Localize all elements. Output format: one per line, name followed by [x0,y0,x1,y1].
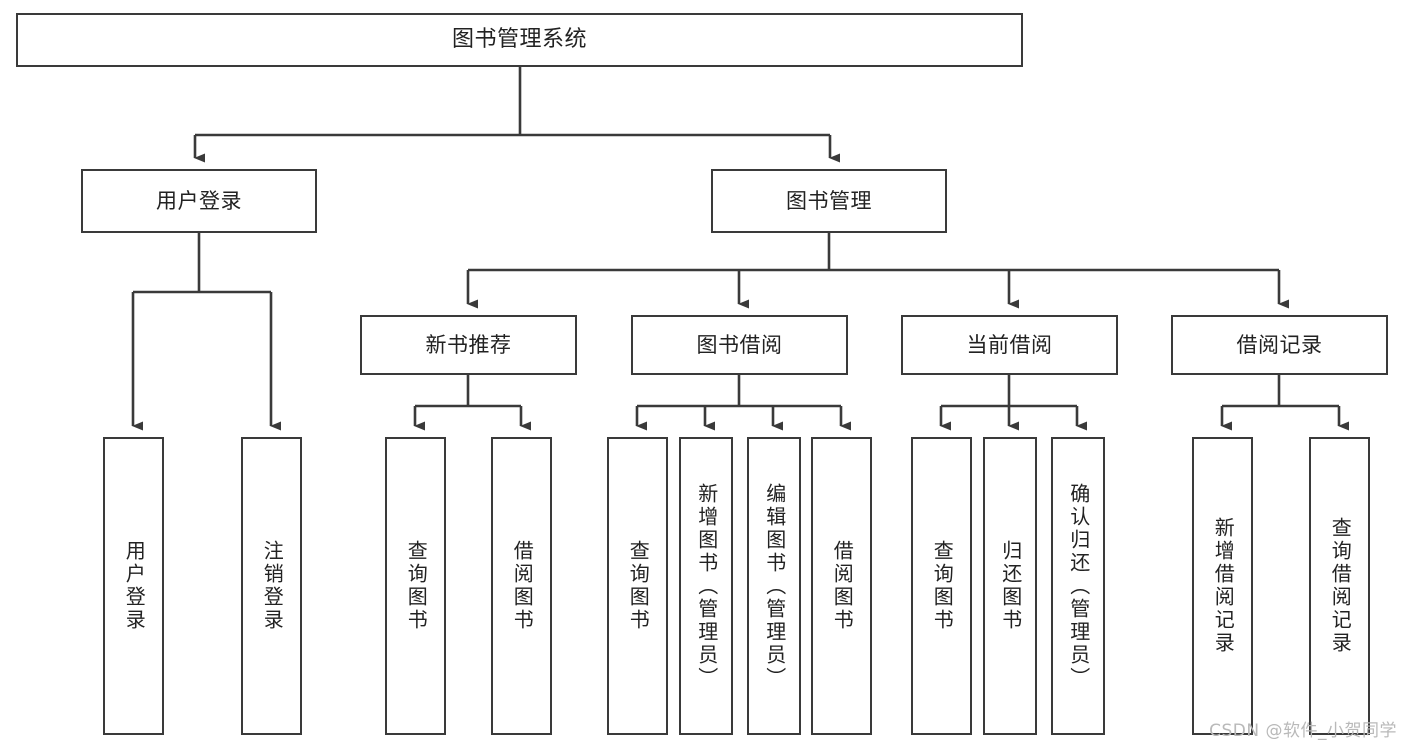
leaf-label: 编辑图书（管理员） [762,482,787,690]
leaf-label: 归还图书 [998,540,1023,632]
node-user-login[interactable]: 用户登录 [81,169,317,233]
leaf-user-login-logout[interactable]: 注销登录 [241,437,302,735]
leaf-label: 注销登录 [260,540,285,632]
leaf-current-borrow-return[interactable]: 归还图书 [983,437,1037,735]
node-book-borrow-label: 图书借阅 [696,332,783,357]
leaf-borrow-record-query[interactable]: 查询借阅记录 [1309,437,1370,735]
node-new-book-recommend-label: 新书推荐 [425,332,512,357]
leaf-user-login-login[interactable]: 用户登录 [103,437,164,735]
leaf-new-book-borrow[interactable]: 借阅图书 [491,437,552,735]
leaf-label: 查询图书 [930,540,955,632]
node-root-label: 图书管理系统 [451,26,587,52]
leaf-new-book-query[interactable]: 查询图书 [385,437,446,735]
node-book-management-label: 图书管理 [786,188,872,213]
leaf-current-borrow-query[interactable]: 查询图书 [911,437,972,735]
leaf-current-borrow-confirm[interactable]: 确认归还（管理员） [1051,437,1105,735]
leaf-book-borrow-edit[interactable]: 编辑图书（管理员） [747,437,801,735]
node-borrow-record-label: 借阅记录 [1236,332,1323,357]
leaf-label: 查询图书 [626,540,651,632]
leaf-label: 借阅图书 [830,540,855,632]
node-book-management[interactable]: 图书管理 [711,169,947,233]
leaf-book-borrow-borrow[interactable]: 借阅图书 [811,437,872,735]
leaf-label: 查询图书 [404,540,429,632]
node-root[interactable]: 图书管理系统 [16,13,1023,67]
leaf-label: 查询借阅记录 [1328,517,1353,655]
leaf-label: 借阅图书 [510,540,535,632]
node-new-book-recommend[interactable]: 新书推荐 [360,315,577,375]
node-book-borrow[interactable]: 图书借阅 [631,315,848,375]
leaf-label: 用户登录 [122,540,147,632]
leaf-label: 确认归还（管理员） [1066,482,1091,690]
leaf-borrow-record-add[interactable]: 新增借阅记录 [1192,437,1253,735]
leaf-label: 新增图书（管理员） [694,482,719,690]
node-current-borrow[interactable]: 当前借阅 [901,315,1118,375]
node-user-login-label: 用户登录 [156,188,242,213]
leaf-label: 新增借阅记录 [1211,517,1236,655]
csdn-watermark: CSDN @软件_小贺同学 [1209,721,1397,741]
node-current-borrow-label: 当前借阅 [966,332,1053,357]
node-borrow-record[interactable]: 借阅记录 [1171,315,1388,375]
leaf-book-borrow-add[interactable]: 新增图书（管理员） [679,437,733,735]
leaf-book-borrow-query[interactable]: 查询图书 [607,437,668,735]
